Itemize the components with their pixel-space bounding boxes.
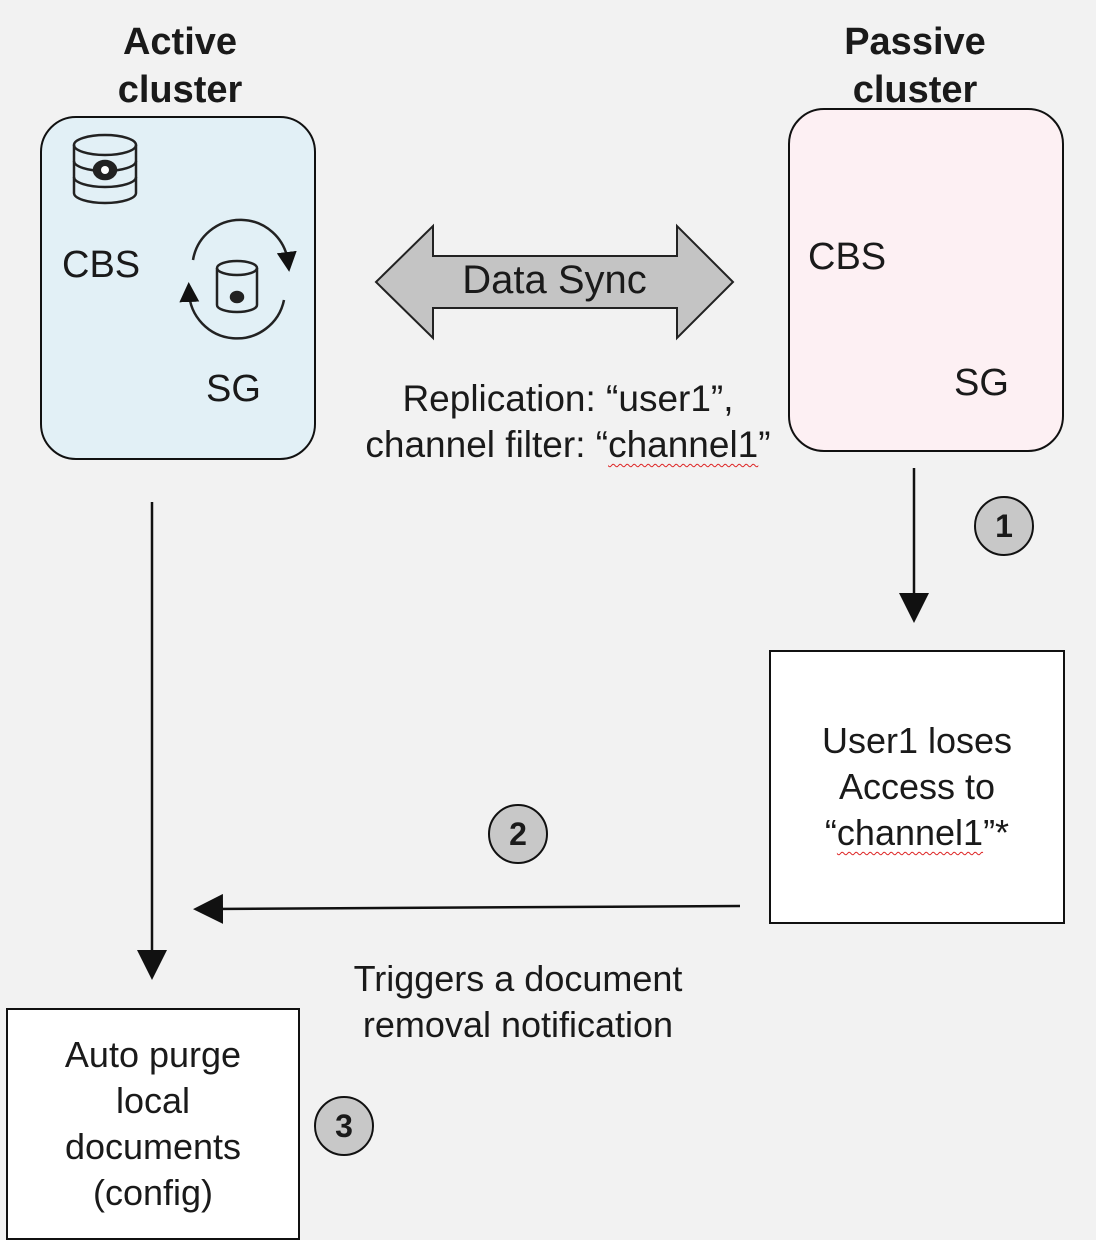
lose-line2: Access to [838, 766, 996, 807]
passive-sg-label: SG [954, 362, 1009, 404]
active-cbs-label: CBS [62, 244, 141, 286]
step-1-badge: 1 [974, 496, 1034, 556]
passive-cluster-title: Passive cluster [815, 18, 1015, 114]
step-3-badge: 3 [314, 1096, 374, 1156]
auto-purge-box: Auto purge local documents (config) [6, 1008, 300, 1240]
passive-title-line2: cluster [852, 69, 978, 111]
data-sync-arrow [374, 223, 735, 341]
lose-line3: “channel1”* [824, 812, 1010, 853]
purge-line1: Auto purge [64, 1034, 242, 1075]
purge-line2: local [115, 1080, 191, 1121]
replication-text: Replication: “user1”, channel filter: “c… [318, 376, 818, 468]
lose-access-box: User1 loses Access to “channel1”* [769, 650, 1065, 924]
replication-line2: channel filter: “channel1” [365, 424, 771, 465]
purge-line4: (config) [92, 1172, 214, 1213]
purge-line3: documents [64, 1126, 242, 1167]
passive-cluster-box [788, 108, 1064, 452]
arrow-lose-box-to-active [193, 893, 741, 924]
step-2-badge: 2 [488, 804, 548, 864]
active-sg-label: SG [206, 368, 261, 410]
active-title-line1: Active [122, 21, 238, 63]
replication-line1: Replication: “user1”, [402, 378, 734, 419]
notification-line1: Triggers a document [353, 958, 683, 999]
notification-text: Triggers a document removal notification [318, 956, 718, 1048]
active-title-line2: cluster [117, 69, 243, 111]
active-cluster-title: Active cluster [80, 18, 280, 114]
passive-title-line1: Passive [844, 21, 986, 63]
sync-database-icon [179, 218, 297, 340]
lose-line1: User1 loses [821, 720, 1013, 761]
channel-word: channel1 [836, 812, 984, 853]
channel-word: channel1 [608, 424, 759, 465]
notification-line2: removal notification [362, 1004, 674, 1045]
passive-cbs-label: CBS [808, 236, 887, 278]
data-sync-label: Data Sync [462, 258, 647, 302]
database-icon [72, 133, 138, 205]
active-cluster-box [40, 116, 316, 460]
